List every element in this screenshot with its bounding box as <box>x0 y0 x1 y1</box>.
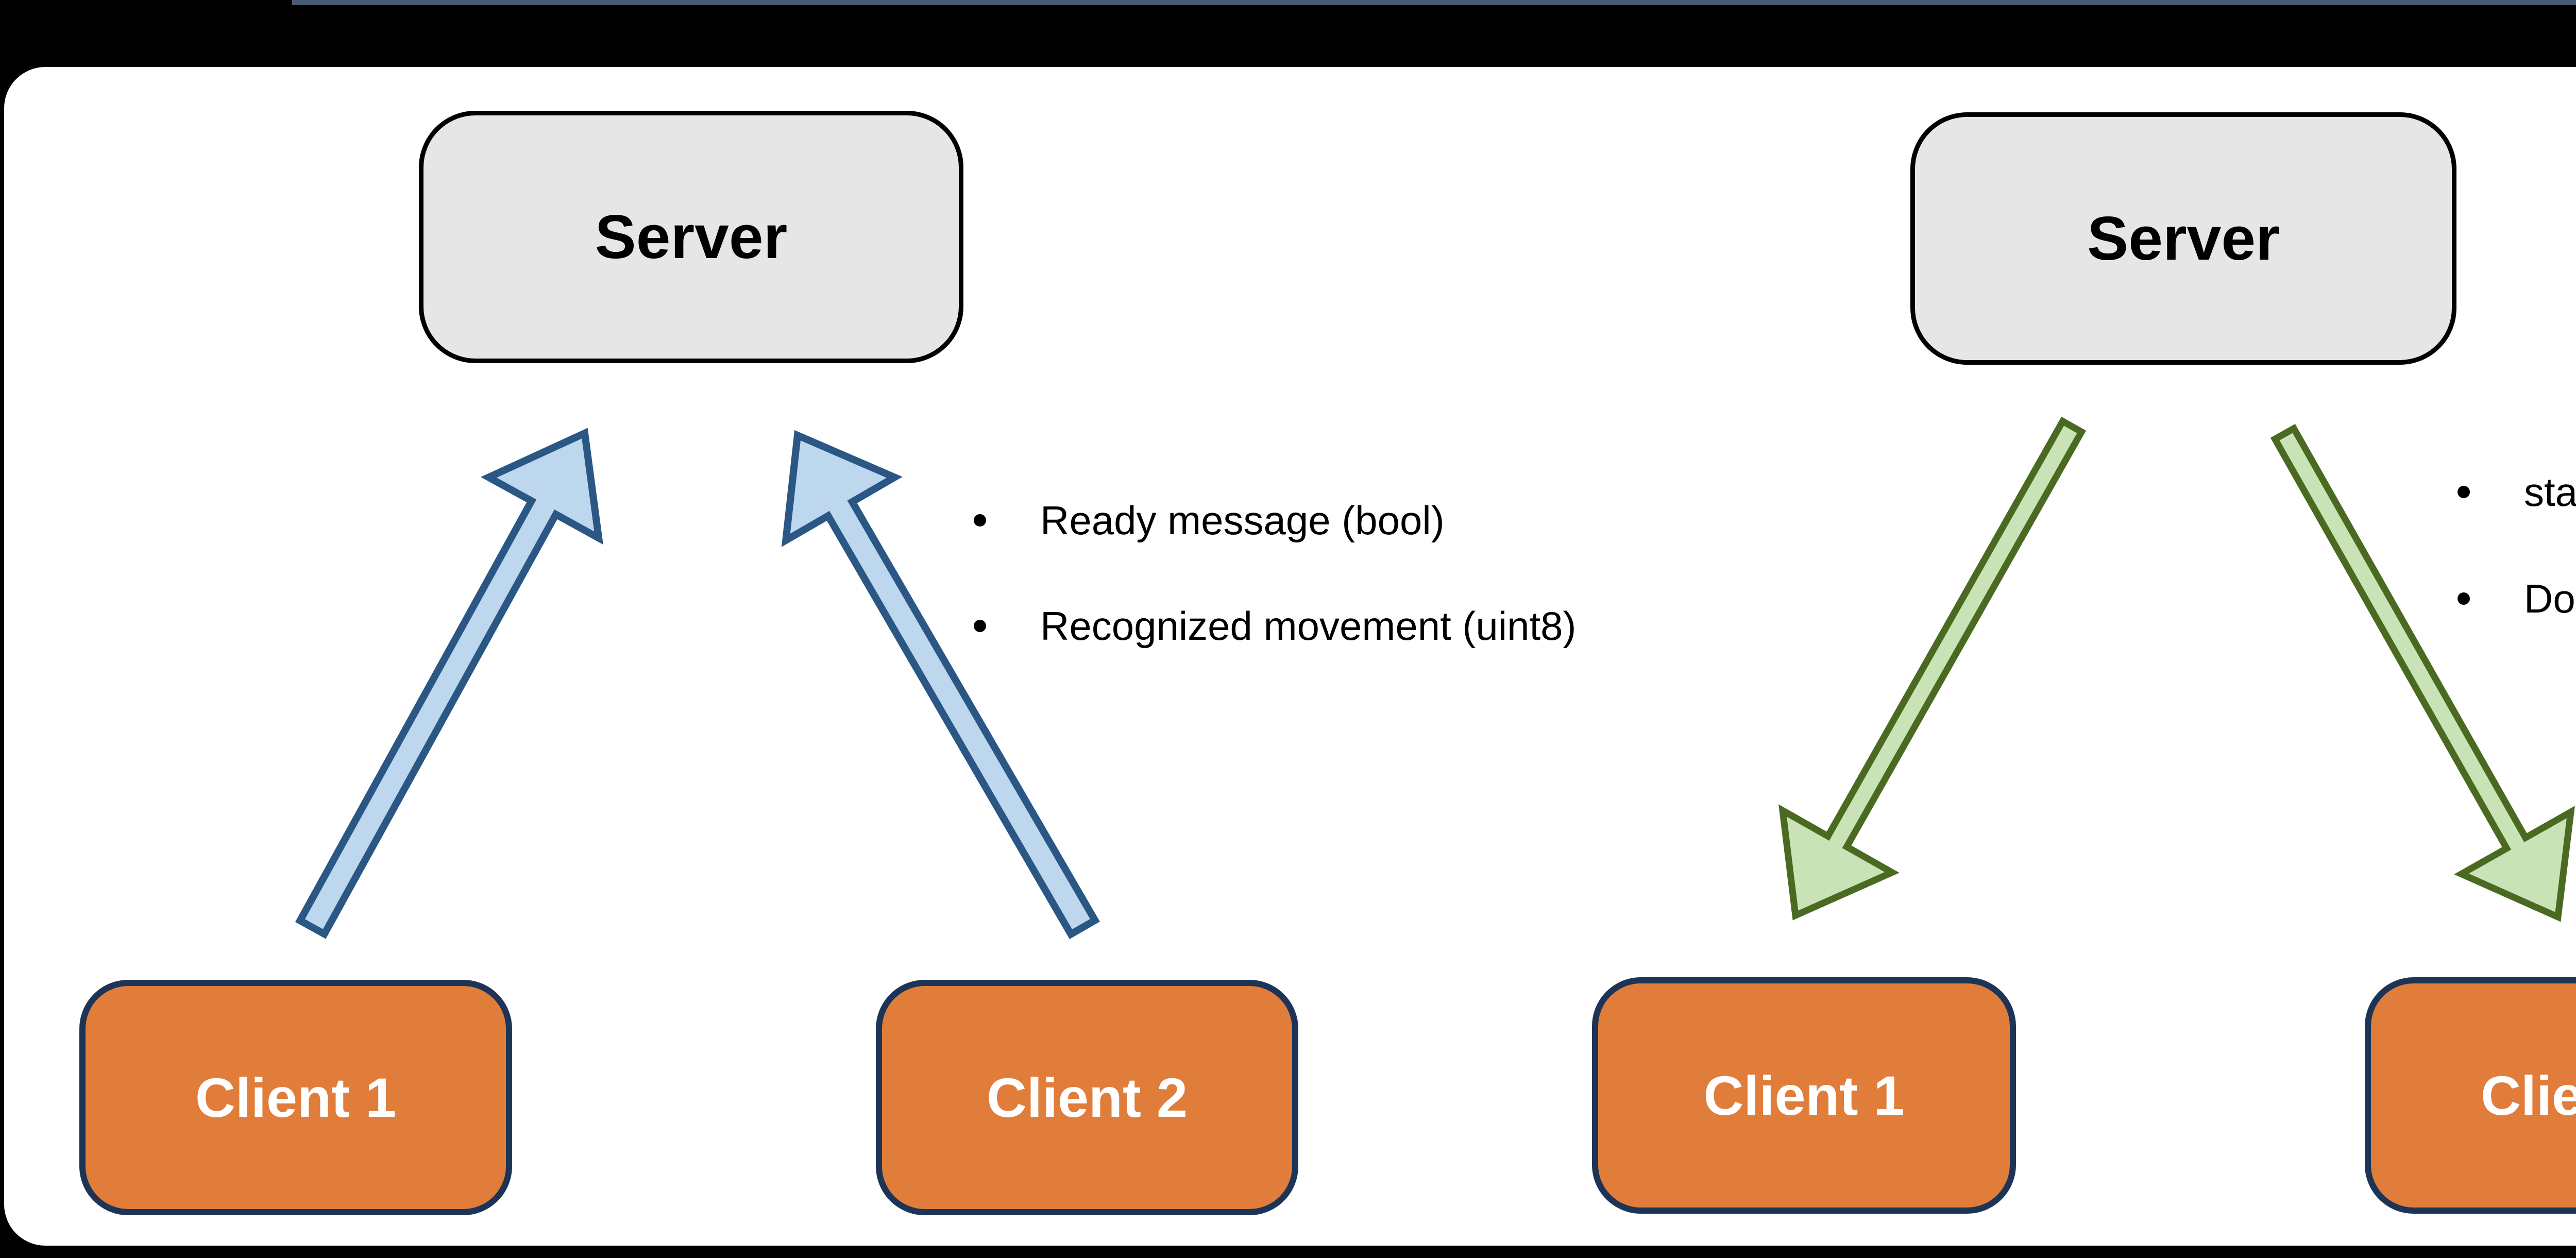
client1-label: Client 1 <box>1703 1064 1905 1127</box>
download-bullet-1: start message (bool) <box>2458 466 2576 518</box>
server-label: Server <box>2087 204 2280 273</box>
download-bullet-1-text: start message (bool) <box>2524 469 2576 515</box>
client1-box-right: Client 1 <box>1592 977 2016 1214</box>
client1-label: Client 1 <box>195 1066 397 1129</box>
bullet-icon <box>2458 486 2470 498</box>
upload-bullet-2: Recognized movement (uint8) <box>974 600 1577 652</box>
server-label: Server <box>595 202 788 271</box>
download-bullet-2-text: Dog animation (uint8) <box>2524 575 2576 621</box>
server-box-right: Server <box>1910 112 2456 365</box>
server-box-left: Server <box>419 111 963 363</box>
client1-box-left: Client 1 <box>79 980 512 1215</box>
client2-label: Client 2 <box>2480 1064 2576 1127</box>
client2-box-left: Client 2 <box>876 980 1298 1215</box>
bullet-icon <box>974 620 986 632</box>
window-top-bar <box>292 0 2576 5</box>
upload-bullet-2-text: Recognized movement (uint8) <box>1040 603 1577 649</box>
upload-bullet-1-text: Ready message (bool) <box>1040 497 1445 543</box>
download-bullet-2: Dog animation (uint8) <box>2458 573 2576 624</box>
bullet-icon <box>974 514 986 526</box>
client2-box-right: Client 2 <box>2365 977 2576 1214</box>
bullet-icon <box>2458 592 2470 605</box>
client2-label: Client 2 <box>986 1066 1188 1129</box>
upload-bullet-1: Ready message (bool) <box>974 495 1445 546</box>
